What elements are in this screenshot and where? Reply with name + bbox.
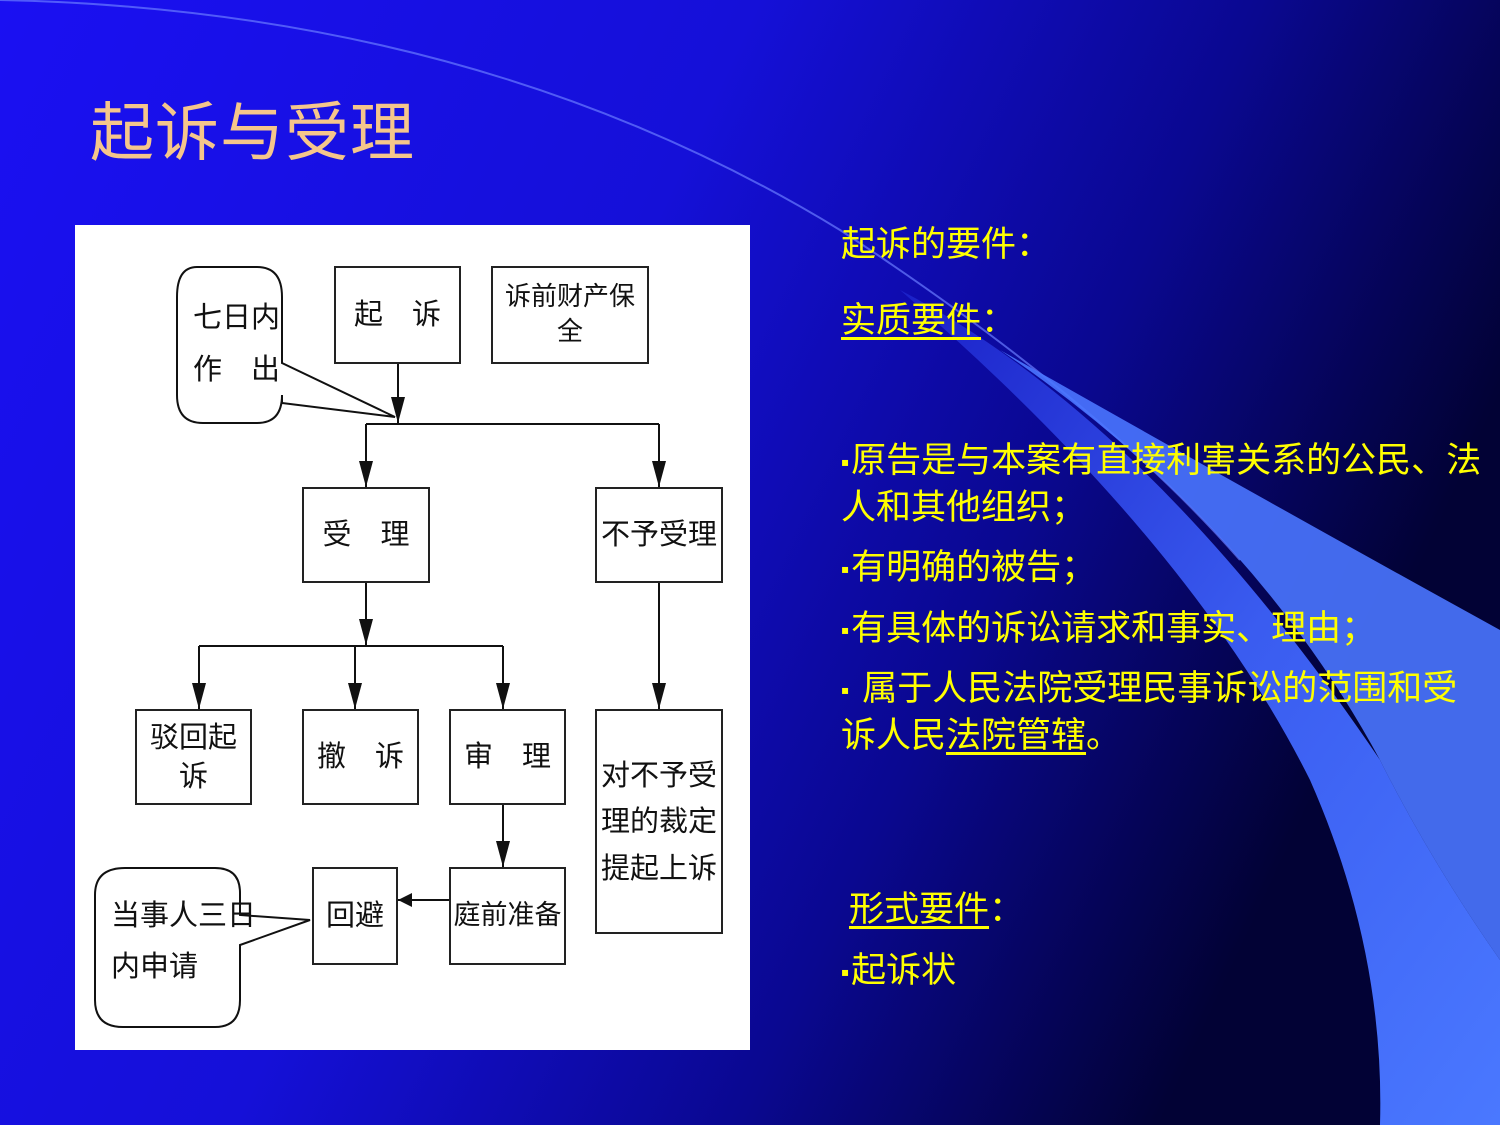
formal-colon: ： — [989, 890, 1025, 930]
box-shangsu-line2: 理的裁定 — [600, 804, 717, 839]
bullet-text: 有具体的诉讼请求和事实、理由； — [851, 609, 1377, 649]
box-chesu: 撤 诉 — [302, 709, 419, 805]
bullet-plaintiff: ▪原告是与本案有直接利害关系的公民、法人和其他组织； — [841, 438, 1491, 533]
bullet-marker: ▪ — [841, 623, 850, 638]
bullet-text: 原告是与本案有直接利害关系的公民、法人和其他组织； — [841, 441, 1482, 529]
box-shangsu-line3: 提起上诉 — [600, 850, 717, 885]
box-shenli: 审 理 — [449, 709, 566, 805]
bullet-scope: ▪ 属于人民法院受理民事诉讼的范围和受诉人民法院管辖。 — [841, 666, 1471, 761]
box-buyu: 不予受理 — [595, 487, 723, 583]
substantive-heading: 实质要件： — [841, 298, 1016, 345]
bullet-marker: ▪ — [841, 562, 850, 577]
callout-bottom-text: 当事人三日 内申请 — [111, 890, 256, 992]
callout-top-line2: 作 出 — [193, 352, 281, 387]
callout-bottom-line1: 当事人三日 — [111, 898, 257, 932]
box-shouli: 受 理 — [302, 487, 430, 583]
callout-bottom-line2: 内申请 — [111, 948, 199, 983]
bullet-text: 起诉状 — [851, 951, 957, 991]
jurisdiction-link[interactable]: 法院管辖 — [946, 716, 1087, 757]
bullet-claims: ▪有具体的诉讼请求和事实、理由； — [841, 606, 1376, 653]
page-title: 起诉与受理 — [90, 97, 415, 171]
box-qisu: 起 诉 — [334, 266, 461, 364]
bullet-marker: ▪ — [841, 455, 850, 470]
callout-bottom-bubble — [94, 867, 311, 1028]
box-shangsu: 对不予受 理的裁定 提起上诉 — [595, 709, 723, 934]
formal-heading: 形式要件： — [849, 887, 1024, 934]
box-tingqian: 庭前准备 — [449, 867, 566, 965]
bullet-marker: ▪ — [841, 965, 850, 980]
box-huibi: 回避 — [312, 867, 398, 965]
swoosh-shape — [900, 290, 1500, 1125]
callout-top-bubble — [176, 266, 396, 424]
bullet-defendant: ▪有明确的被告； — [841, 545, 1096, 592]
bullet-end: 。 — [1086, 716, 1122, 757]
callout-top-line1: 七日内 — [193, 300, 281, 334]
heading-requirements: 起诉的要件： — [841, 225, 1052, 265]
substantive-colon: ： — [981, 301, 1017, 341]
bullet-marker: ▪ — [841, 683, 850, 698]
callout-top-text: 七日内 作 出 — [193, 291, 280, 395]
bullet-complaint: ▪起诉状 — [841, 948, 956, 995]
flowchart-connectors — [94, 266, 666, 1028]
formal-link[interactable]: 形式要件 — [849, 890, 990, 930]
bullet-text: 有明确的被告； — [851, 548, 1097, 588]
box-shangsu-line1: 对不予受 — [600, 757, 717, 792]
substantive-link[interactable]: 实质要件 — [841, 301, 982, 341]
flowchart-panel: 七日内 作 出 当事人三日 内申请 起 诉 诉前财产保全 受 理 不予受理 驳回… — [75, 225, 750, 1050]
bullet-text: 属于人民法院受理民事诉讼的范围和受诉人民 — [841, 669, 1458, 757]
box-baoquan: 诉前财产保全 — [491, 266, 649, 364]
box-bohui: 驳回起诉 — [135, 709, 252, 805]
